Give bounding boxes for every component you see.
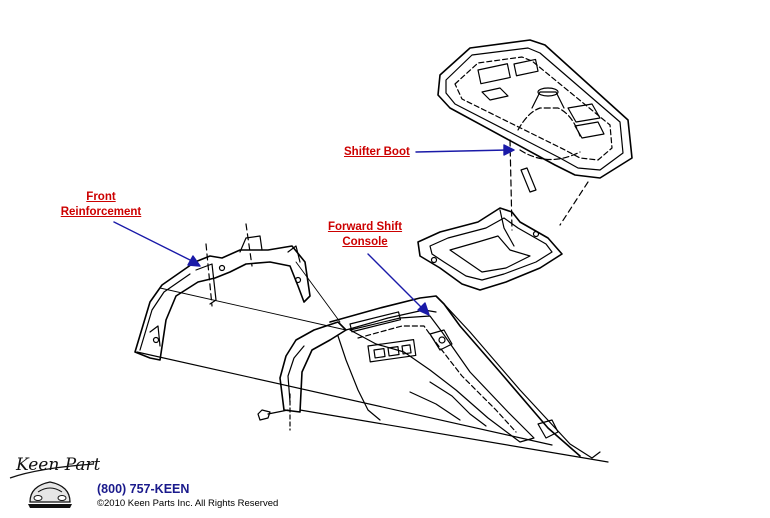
- label-shifter-boot: Shifter Boot: [344, 146, 410, 158]
- front-reinforcement: [135, 224, 310, 360]
- label-forward-shift-line1: Forward Shift: [327, 221, 403, 233]
- logo-script-text: Keen Parts: [15, 455, 100, 475]
- forward-shift-console: [137, 262, 608, 462]
- label-front-reinforcement-line1: Front: [86, 191, 116, 203]
- callout-arrows: [114, 145, 514, 315]
- label-front-reinforcement-line2: Reinforcement: [60, 206, 142, 218]
- shifter-boot-plate: [438, 40, 632, 230]
- phone-number: (800) 757-KEEN: [97, 482, 190, 496]
- shift-bezel: [418, 208, 562, 290]
- label-forward-shift-line2: Console: [342, 236, 388, 248]
- copyright-text: ©2010 Keen Parts Inc. All Rights Reserve…: [97, 498, 279, 509]
- keen-parts-logo: Keen Parts: [8, 455, 100, 508]
